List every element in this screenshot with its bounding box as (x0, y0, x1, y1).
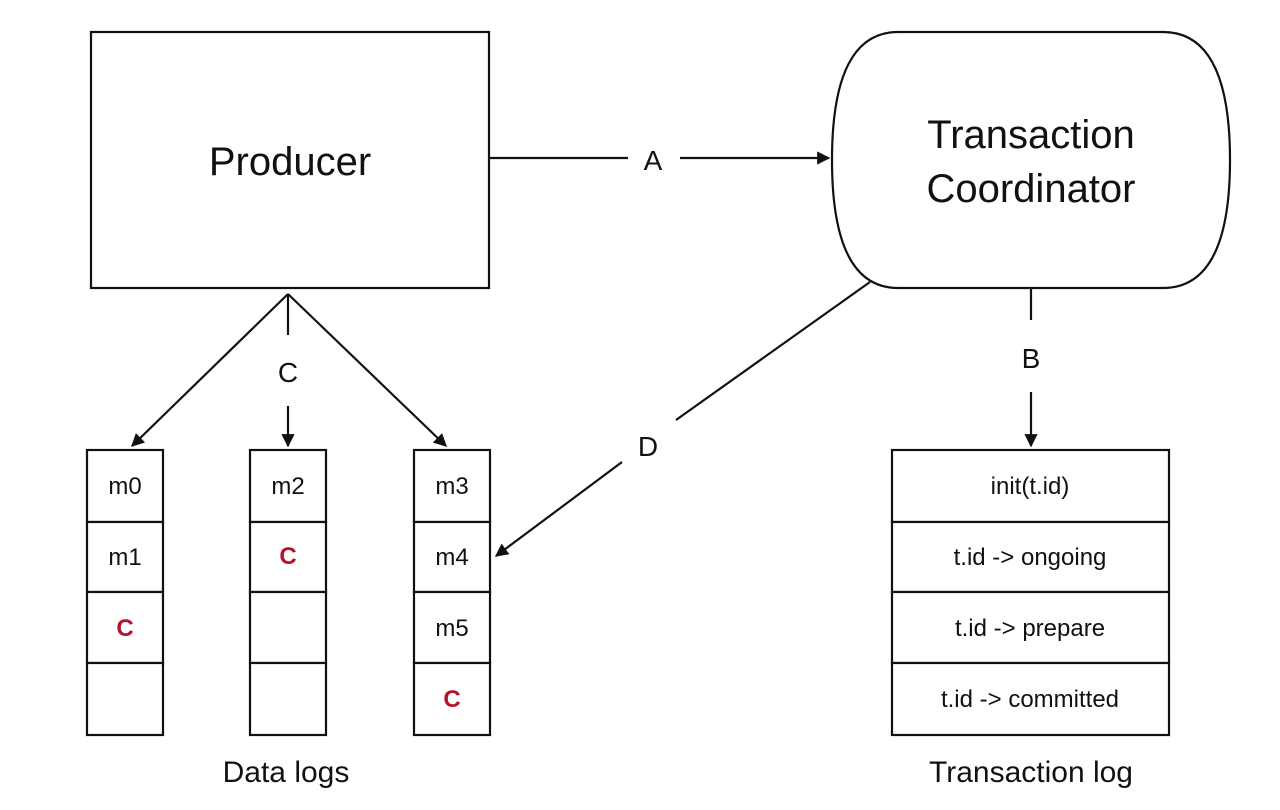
commit-marker: C (116, 615, 133, 642)
edge-d-label: D (638, 431, 658, 462)
edge-c: C (131, 293, 447, 448)
data-log-cell (248, 590, 328, 665)
transaction-log-entry (890, 448, 1171, 524)
coordinator-node: Transaction Coordinator (830, 30, 1232, 290)
data-log-3: m3 m4 m5 C (412, 448, 492, 737)
data-log-cell (85, 520, 165, 594)
transaction-log-entry (890, 661, 1171, 737)
producer-node: Producer (89, 30, 491, 290)
data-log-cell (412, 520, 492, 594)
transaction-log-entry (890, 590, 1171, 665)
data-log-cell-label: m4 (435, 544, 468, 571)
data-log-cell-label: m2 (271, 473, 304, 500)
transaction-log-entry-label: t.id -> prepare (955, 615, 1105, 642)
data-log-2: m2 C (248, 448, 328, 737)
edge-a-label: A (644, 145, 663, 176)
transaction-log-entry (890, 520, 1171, 594)
data-log-1: m0 m1 C (85, 448, 165, 737)
data-log-cell (412, 448, 492, 524)
data-log-cell (248, 448, 328, 524)
producer-label: Producer (209, 140, 371, 184)
data-log-cell (248, 661, 328, 737)
edge-b: B (1022, 288, 1041, 448)
data-log-cell-label: m1 (108, 544, 141, 571)
data-log-cell (412, 661, 492, 737)
transaction-log-entry-label: t.id -> committed (941, 686, 1119, 713)
edge-b-label: B (1022, 343, 1041, 374)
data-log-cell (248, 520, 328, 594)
data-log-cell (85, 661, 165, 737)
data-log-cell-label: m5 (435, 615, 468, 642)
commit-marker: C (443, 686, 460, 713)
commit-marker: C (279, 543, 296, 570)
data-logs-caption: Data logs (223, 756, 350, 789)
transaction-log-entry-label: t.id -> ongoing (954, 544, 1107, 571)
coordinator-label-line1: Transaction (927, 113, 1135, 157)
transaction-log-entry-label: init(t.id) (991, 473, 1070, 500)
edge-d: D (494, 281, 871, 557)
data-log-cell-label: m0 (108, 473, 141, 500)
data-log-cell (85, 448, 165, 524)
transaction-log-caption: Transaction log (929, 756, 1133, 789)
coordinator-label-line2: Coordinator (926, 167, 1135, 211)
edge-a: A (489, 145, 831, 176)
transaction-log: init(t.id) t.id -> ongoing t.id -> prepa… (890, 448, 1171, 789)
edge-c-label: C (278, 357, 298, 388)
data-logs: m0 m1 C m2 C m3 m4 m5 C Data logs (85, 448, 492, 789)
data-log-cell-label: m3 (435, 473, 468, 500)
